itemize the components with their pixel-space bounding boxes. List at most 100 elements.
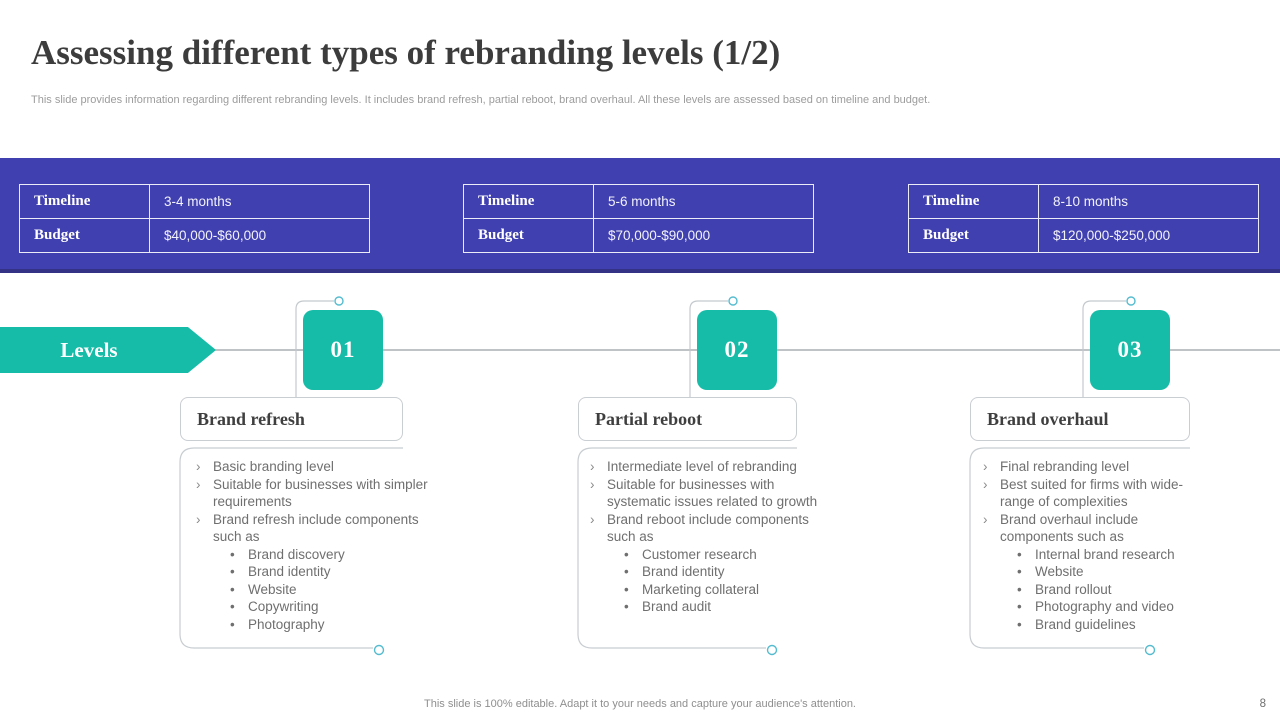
- dot-bullet-icon: •: [624, 546, 629, 562]
- level-node-01: 01: [303, 310, 383, 390]
- list-item-text: Final rebranding level: [1000, 459, 1130, 474]
- list-item-text: Brand guidelines: [1035, 616, 1136, 632]
- list-item-text: Best suited for firms with wide-range of…: [1000, 476, 1184, 510]
- bullet-list-brand-refresh: ›Basic branding level ›Suitable for busi…: [188, 458, 438, 633]
- chevron-bullet-icon: ›: [983, 511, 988, 527]
- bullet-list-partial-reboot: ›Intermediate level of rebranding ›Suita…: [582, 458, 825, 616]
- table-row: Budget $70,000-$90,000: [464, 218, 813, 252]
- list-item: ›Intermediate level of rebranding: [582, 458, 825, 476]
- list-item-text: Website: [248, 581, 297, 597]
- box-end-circle: [766, 644, 778, 656]
- list-item-text: Suitable for businesses with simpler req…: [213, 476, 428, 510]
- sub-list-item: • Copywriting: [188, 598, 438, 616]
- content-box-outline: [969, 447, 1190, 649]
- list-item-text: Basic branding level: [213, 459, 334, 474]
- dot-bullet-icon: •: [1017, 564, 1022, 579]
- content-box-outline: [577, 447, 797, 649]
- list-item: › Basic branding level: [188, 458, 438, 476]
- chevron-bullet-icon: ›: [590, 511, 595, 527]
- chevron-bullet-icon: ›: [983, 459, 988, 474]
- sub-list-item: •Brand audit: [582, 598, 825, 616]
- list-item-text: Brand identity: [248, 564, 331, 579]
- table-row-value: 5-6 months: [608, 194, 676, 209]
- chevron-bullet-icon: ›: [196, 511, 201, 527]
- dot-bullet-icon: •: [1017, 616, 1022, 632]
- dot-bullet-icon: •: [1017, 546, 1022, 562]
- sub-list-item: • Website: [975, 563, 1187, 581]
- table-level-2: Timeline 5-6 months Budget $70,000-$90,0…: [463, 184, 814, 253]
- dot-bullet-icon: •: [1017, 599, 1022, 614]
- list-item: ›Brand refresh include components such a…: [188, 511, 438, 546]
- dot-bullet-icon: •: [230, 581, 235, 597]
- page-title: Assessing different types of rebranding …: [31, 33, 781, 72]
- dot-bullet-icon: •: [230, 616, 235, 632]
- list-item: › Suitable for businesses with systematic…: [582, 476, 825, 511]
- dot-bullet-icon: •: [624, 564, 629, 579]
- sub-list-item: • Brand rollout: [975, 581, 1187, 599]
- table-level-3: Timeline 8-10 months Budget $120,000-$25…: [908, 184, 1259, 253]
- table-row-value: $120,000-$250,000: [1053, 228, 1171, 243]
- heading-brand-refresh: Brand refresh: [180, 397, 403, 441]
- table-row-label: Timeline: [20, 185, 150, 218]
- heading-brand-overhaul: Brand overhaul: [970, 397, 1190, 441]
- list-item-text: Customer research: [642, 546, 757, 562]
- table-row: Timeline 3-4 months: [20, 185, 369, 218]
- table-row-label: Timeline: [464, 185, 594, 218]
- level-node-03: 03: [1090, 310, 1170, 390]
- heading-partial-reboot: Partial reboot: [578, 397, 797, 441]
- sub-list-item: • Website: [188, 581, 438, 599]
- sub-list-item: • Photography and video: [975, 598, 1187, 616]
- list-item: ›Brand reboot include components such as: [582, 511, 825, 546]
- dot-bullet-icon: •: [1017, 581, 1022, 597]
- footer-note: This slide is 100% editable. Adapt it to…: [424, 698, 856, 710]
- chevron-bullet-icon: ›: [196, 459, 201, 474]
- table-row-value: 8-10 months: [1053, 194, 1129, 209]
- levels-label: Levels: [60, 337, 118, 362]
- dot-bullet-icon: •: [624, 599, 629, 614]
- sub-list-item: • Brand identity: [188, 563, 438, 581]
- list-item-text: Brand discovery: [248, 546, 345, 562]
- levels-arrow: Levels: [0, 327, 216, 373]
- list-item: › Brand overhaul include components such …: [975, 511, 1187, 546]
- dot-bullet-icon: •: [230, 564, 235, 579]
- table-row-value: $40,000-$60,000: [164, 228, 267, 243]
- sub-list-item: •Marketing collateral: [582, 581, 825, 599]
- sub-list-item: • Internal brand research: [975, 546, 1187, 564]
- table-row: Budget $120,000-$250,000: [909, 218, 1258, 252]
- table-row-label: Timeline: [909, 185, 1039, 218]
- list-item-text: Internal brand research: [1035, 546, 1175, 562]
- table-row: Budget $40,000-$60,000: [20, 218, 369, 252]
- sub-list-item: • Customer research: [582, 546, 825, 564]
- box-end-circle: [373, 644, 385, 656]
- dot-bullet-icon: •: [624, 581, 629, 597]
- table-row: Timeline 5-6 months: [464, 185, 813, 218]
- content-box-outline: [179, 447, 403, 649]
- chevron-bullet-icon: ›: [983, 476, 988, 492]
- list-item-text: Brand overhaul include components such a…: [1000, 511, 1139, 545]
- list-item-text: Brand identity: [642, 564, 725, 579]
- list-item-text: Intermediate level of rebranding: [607, 459, 797, 474]
- page-number: 8: [1259, 698, 1266, 710]
- chevron-bullet-icon: ›: [590, 476, 595, 492]
- sub-list-item: • Brand guidelines: [975, 616, 1187, 634]
- list-item: ›Suitable for businesses with simpler re…: [188, 476, 438, 511]
- table-row-value: 3-4 months: [164, 194, 232, 209]
- list-item-text: Copywriting: [248, 599, 319, 614]
- sub-list-item: • Brand identity: [582, 563, 825, 581]
- list-item-text: Photography and video: [1035, 599, 1174, 614]
- connector-path: [295, 300, 334, 397]
- list-item-text: Photography: [248, 616, 325, 632]
- list-item-text: Suitable for businesses with systematic …: [607, 476, 818, 510]
- node-marker-circle: [728, 296, 738, 306]
- bullet-list-brand-overhaul: › Final rebranding level › Best suited for…: [975, 458, 1187, 633]
- dot-bullet-icon: •: [230, 599, 235, 614]
- list-item-text: Website: [1035, 564, 1084, 579]
- purple-band: [0, 158, 1280, 273]
- slide-subtitle: This slide provides information regardin…: [31, 94, 931, 106]
- sub-list-item: •Brand discovery: [188, 546, 438, 564]
- list-item-text: Brand rollout: [1035, 581, 1112, 597]
- table-row-label: Budget: [464, 219, 594, 252]
- table-row-value: $70,000-$90,000: [608, 228, 711, 243]
- node-marker-circle: [1126, 296, 1136, 306]
